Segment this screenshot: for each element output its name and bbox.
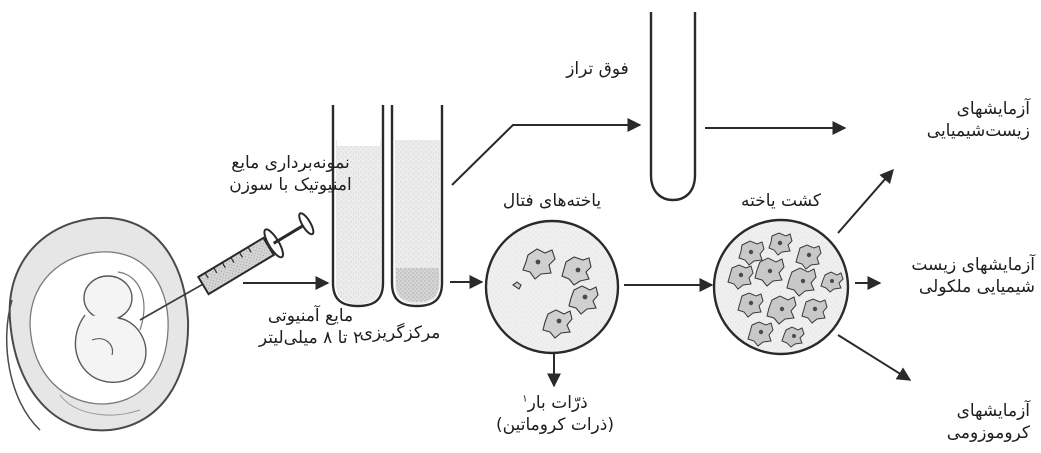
supernatant-tube [651, 12, 695, 200]
chromosome-tests-label: آزمایشهای کروموزومی [880, 400, 1030, 444]
centrifuge-tubes [333, 105, 442, 306]
sampling-label-line1: نمونه‌برداری مایع [228, 152, 353, 174]
arrow-to-biochem-from-culture [838, 170, 893, 233]
chromatin-text: (ذرات کروماتین) [480, 414, 630, 436]
molecular-tests-line1: آزمایشهای زیست [880, 254, 1035, 276]
chromosome-tests-line2: کروموزومی [880, 422, 1030, 444]
arrow-to-supernatant [452, 125, 640, 185]
fetus-illustration [7, 218, 188, 431]
cell-culture-label: کشت یاخته [722, 190, 840, 212]
molecular-tests-line2: شیمیایی ملکولی [880, 276, 1035, 298]
chromosome-tests-line1: آزمایشهای [880, 400, 1030, 422]
sampling-label: نمونه‌برداری مایع امنیوتیک با سوزن [228, 152, 353, 196]
barr-bodies-text: ذرّات بار [528, 393, 588, 413]
biochem-tests-label: آزمایشهای زیست‌شیمیایی [880, 98, 1030, 142]
molecular-tests-label: آزمایشهای زیست شیمیایی ملکولی [880, 254, 1035, 298]
supernatant-label: فوق تراز [555, 58, 640, 80]
biochem-tests-line1: آزمایشهای [880, 98, 1030, 120]
fetal-cells-label: یاخته‌های فتال [488, 190, 616, 212]
cell-culture-dish [714, 220, 848, 354]
sampling-label-line2: امنیوتیک با سوزن [228, 174, 353, 196]
barr-bodies-label: ذرّات بار۱ (ذرات کروماتین) [480, 392, 630, 436]
biochem-tests-line2: زیست‌شیمیایی [880, 120, 1030, 142]
arrow-to-chromosome [838, 335, 910, 380]
centrifuge-label: مرکزگریزی [350, 322, 450, 344]
fetal-cells-dish [486, 221, 618, 353]
